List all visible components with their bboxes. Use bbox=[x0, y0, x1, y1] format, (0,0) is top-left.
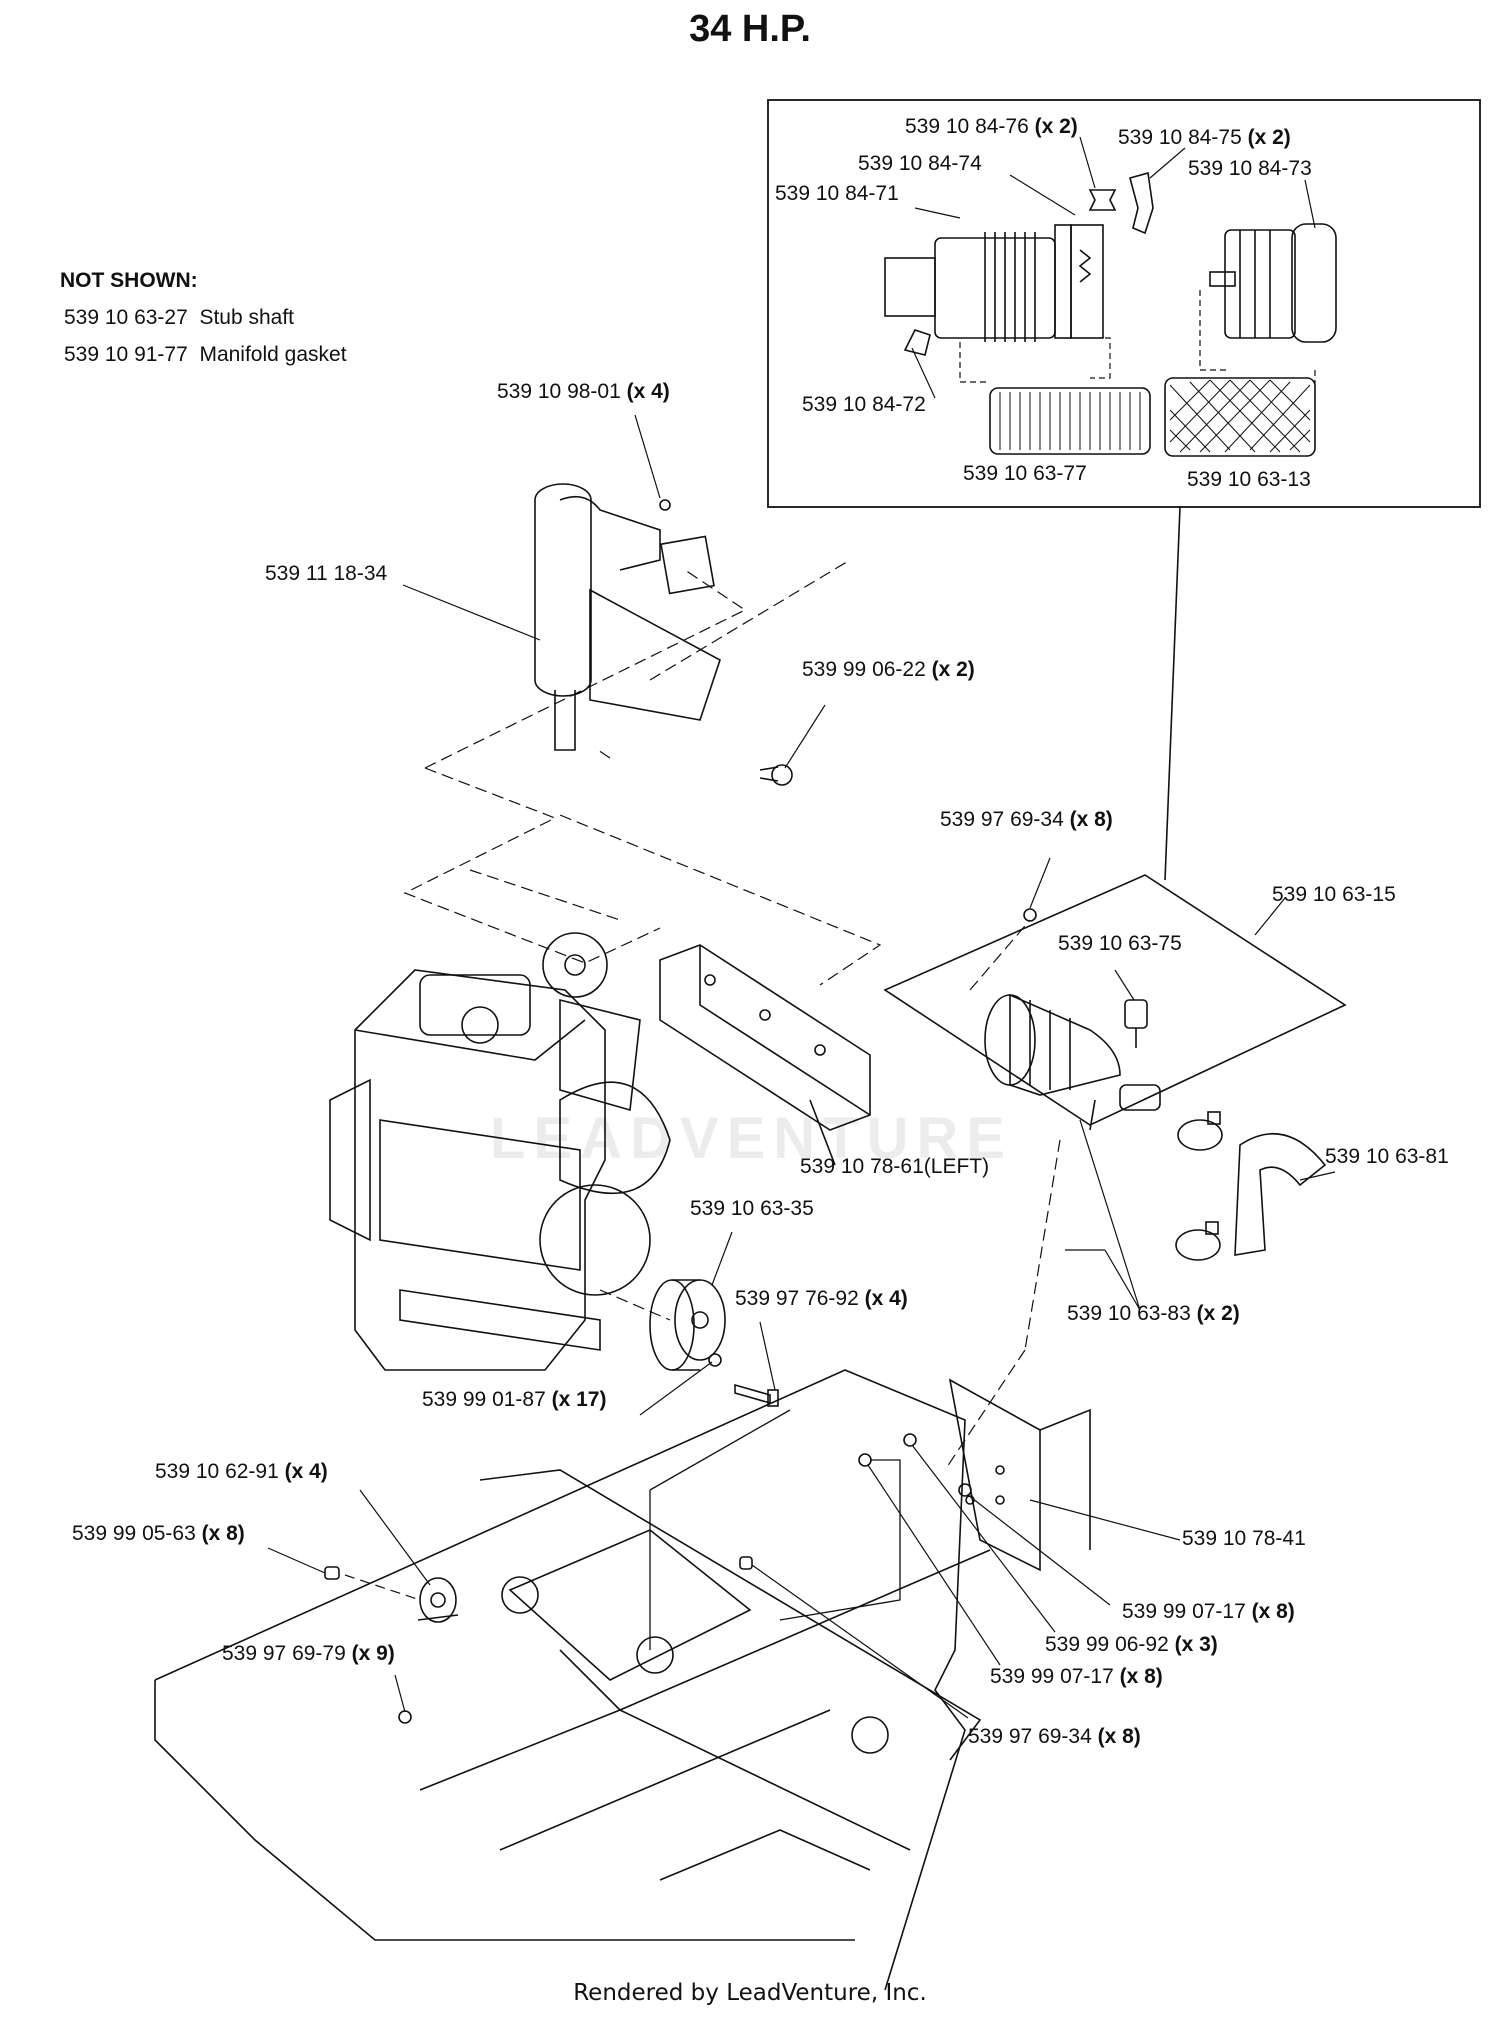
part-label[interactable]: 539 97 69-79 (x 9) bbox=[222, 1642, 395, 1665]
inner-filter-element bbox=[989, 387, 1151, 455]
bracket-nut-a bbox=[858, 1453, 872, 1467]
air-cleaner-assembly-box bbox=[883, 874, 1347, 1126]
part-label[interactable]: 539 11 18-34 bbox=[265, 562, 388, 585]
air-filter-inset-box bbox=[767, 99, 1481, 508]
part-label[interactable]: 539 10 78-61(LEFT) bbox=[800, 1155, 990, 1178]
washer bbox=[708, 1353, 722, 1367]
part-label[interactable]: 539 99 05-63 (x 8) bbox=[72, 1522, 245, 1545]
part-description: Stub shaft bbox=[199, 306, 295, 329]
part-label[interactable]: 539 10 63-15 bbox=[1272, 883, 1396, 906]
not-shown-list: NOT SHOWN: 539 10 63-27 Stub shaft 539 1… bbox=[60, 262, 347, 373]
bracket-nut-b bbox=[958, 1483, 972, 1497]
not-shown-heading: NOT SHOWN: bbox=[60, 269, 198, 292]
frame-nut bbox=[398, 1710, 412, 1724]
hose bbox=[1234, 1132, 1327, 1256]
part-label[interactable]: 539 10 84-76 (x 2) bbox=[905, 115, 1078, 138]
part-label[interactable]: 539 10 63-77 bbox=[963, 462, 1087, 485]
not-shown-item: 539 10 63-27 Stub shaft bbox=[60, 299, 347, 336]
part-label[interactable]: 539 10 84-71 bbox=[775, 182, 899, 205]
part-label[interactable]: 539 10 63-35 bbox=[690, 1197, 814, 1220]
engine-bracket-left bbox=[659, 944, 871, 1131]
part-label[interactable]: 539 10 63-83 (x 2) bbox=[1067, 1302, 1240, 1325]
engine-mount bbox=[417, 1577, 459, 1623]
part-label[interactable]: 539 99 01-87 (x 17) bbox=[422, 1388, 607, 1411]
part-label[interactable]: 539 10 84-74 bbox=[858, 152, 982, 175]
hose-clamp-upper bbox=[1177, 1111, 1223, 1151]
part-label[interactable]: 539 10 78-41 bbox=[1182, 1527, 1306, 1550]
chassis-frame bbox=[154, 1369, 991, 1991]
muffler bbox=[534, 483, 721, 751]
part-description: Manifold gasket bbox=[199, 343, 347, 366]
air-cleaner-bracket bbox=[948, 1378, 1091, 1572]
part-label[interactable]: 539 99 07-17 (x 8) bbox=[990, 1665, 1163, 1688]
not-shown-item: 539 10 91-77 Manifold gasket bbox=[60, 336, 347, 373]
part-label[interactable]: 539 10 84-73 bbox=[1188, 157, 1312, 180]
part-label[interactable]: 539 99 06-22 (x 2) bbox=[802, 658, 975, 681]
muffler-nut bbox=[659, 499, 671, 511]
pulley bbox=[649, 1279, 726, 1371]
part-label[interactable]: 539 97 69-34 (x 8) bbox=[968, 1725, 1141, 1748]
muffler-bolt bbox=[759, 764, 793, 786]
frame-bolt bbox=[324, 1566, 340, 1580]
engine bbox=[329, 932, 671, 1371]
latch-part bbox=[1129, 171, 1154, 235]
outer-filter-element bbox=[1164, 377, 1316, 457]
restriction-indicator bbox=[1124, 999, 1148, 1048]
part-label[interactable]: 539 10 84-72 bbox=[802, 393, 926, 416]
frame-screw bbox=[739, 1556, 753, 1570]
part-label[interactable]: 539 97 69-34 (x 8) bbox=[940, 808, 1113, 831]
part-label[interactable]: 539 99 07-17 (x 8) bbox=[1122, 1600, 1295, 1623]
page-title: 34 H.P. bbox=[689, 8, 811, 50]
part-label[interactable]: 539 99 06-92 (x 3) bbox=[1045, 1633, 1218, 1656]
air-cleaner-assembly bbox=[984, 993, 1161, 1131]
part-number: 539 10 91-77 bbox=[64, 343, 188, 366]
part-label[interactable]: 539 10 63-75 bbox=[1058, 932, 1182, 955]
filter-bolt bbox=[1023, 908, 1037, 922]
part-label[interactable]: 539 10 84-75 (x 2) bbox=[1118, 126, 1291, 149]
watermark: LEADVENTURE bbox=[490, 1106, 1014, 1171]
part-label[interactable]: 539 97 76-92 (x 4) bbox=[735, 1287, 908, 1310]
part-label[interactable]: 539 10 63-13 bbox=[1187, 468, 1311, 491]
air-cleaner-cover bbox=[1209, 223, 1337, 343]
hose-clamp-lower bbox=[1175, 1221, 1221, 1261]
air-cleaner-housing bbox=[884, 224, 1104, 356]
footer-credit: Rendered by LeadVenture, Inc. bbox=[573, 1980, 927, 2006]
part-label[interactable]: 539 10 98-01 (x 4) bbox=[497, 380, 670, 403]
part-label[interactable]: 539 10 63-81 bbox=[1325, 1145, 1449, 1168]
clip-part bbox=[1088, 189, 1117, 211]
part-number: 539 10 63-27 bbox=[64, 306, 188, 329]
part-label[interactable]: 539 10 62-91 (x 4) bbox=[155, 1460, 328, 1483]
bracket-washer bbox=[903, 1433, 917, 1447]
